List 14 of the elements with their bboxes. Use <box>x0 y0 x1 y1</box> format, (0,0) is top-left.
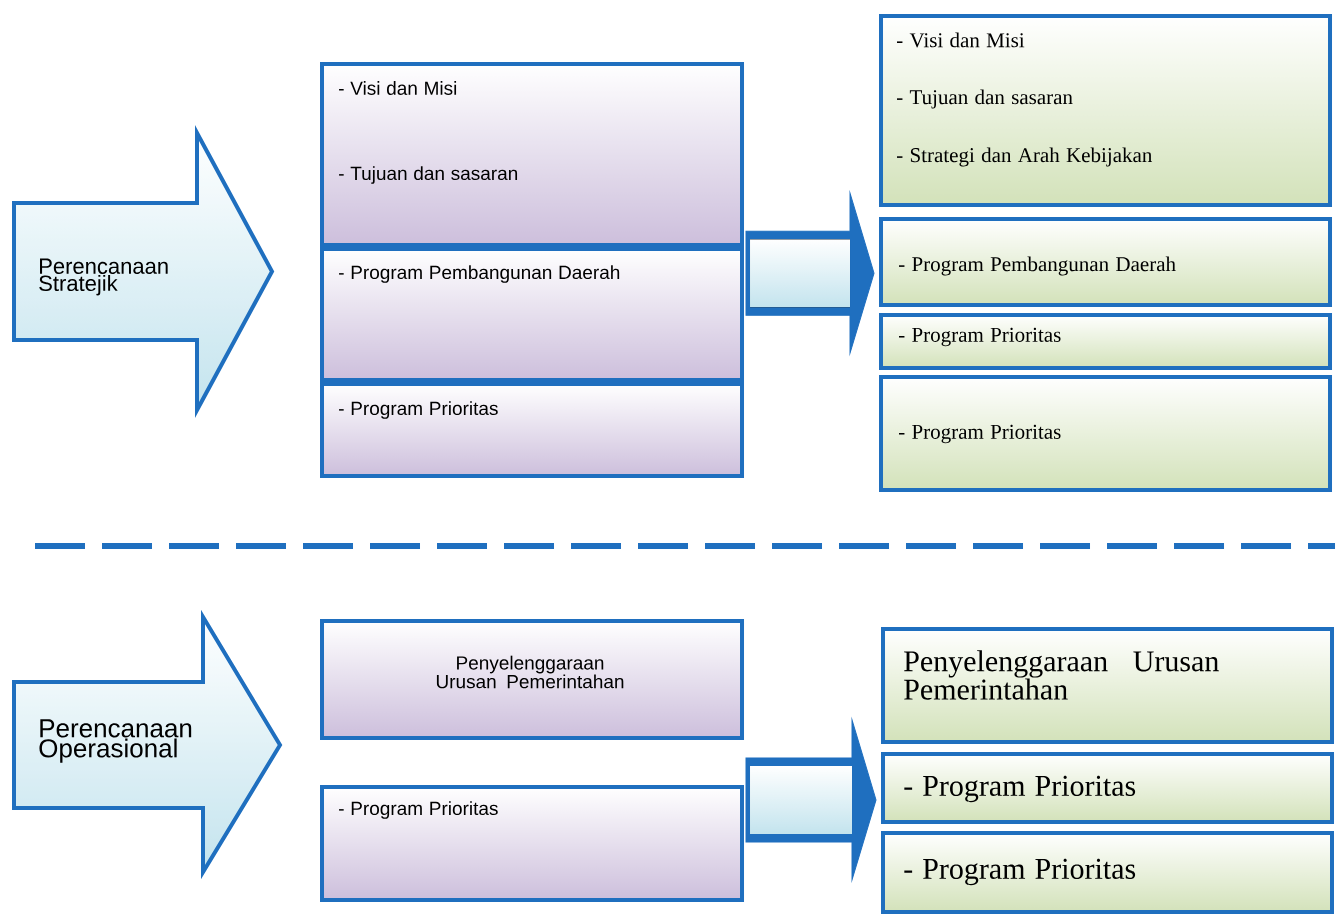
text-box: Penyelenggaraan Urusan Pemerintahan <box>320 619 744 740</box>
text-box: - Program Prioritas <box>320 785 744 902</box>
block-arrow <box>745 192 875 354</box>
text-box: Penyelenggaraan Urusan Pemerintahan <box>881 627 1334 744</box>
text-box: - Program Prioritas <box>320 382 744 478</box>
text-box: - Program Prioritas <box>879 313 1332 370</box>
text-box: - Program Prioritas <box>881 831 1334 914</box>
text-box: - Visi dan Misi - Tujuan dan sasaran <box>320 62 744 247</box>
text-box: - Program Pembangunan Daerah <box>320 247 744 382</box>
text-box: - Program Prioritas <box>881 752 1334 824</box>
text-box: - Program Pembangunan Daerah <box>879 217 1332 307</box>
block-arrow <box>745 719 877 881</box>
text-box: - Program Prioritas <box>879 375 1332 492</box>
text-box: - Visi dan Misi - Tujuan dan sasaran - Strategi dan Arah Kebijakan <box>879 14 1332 207</box>
